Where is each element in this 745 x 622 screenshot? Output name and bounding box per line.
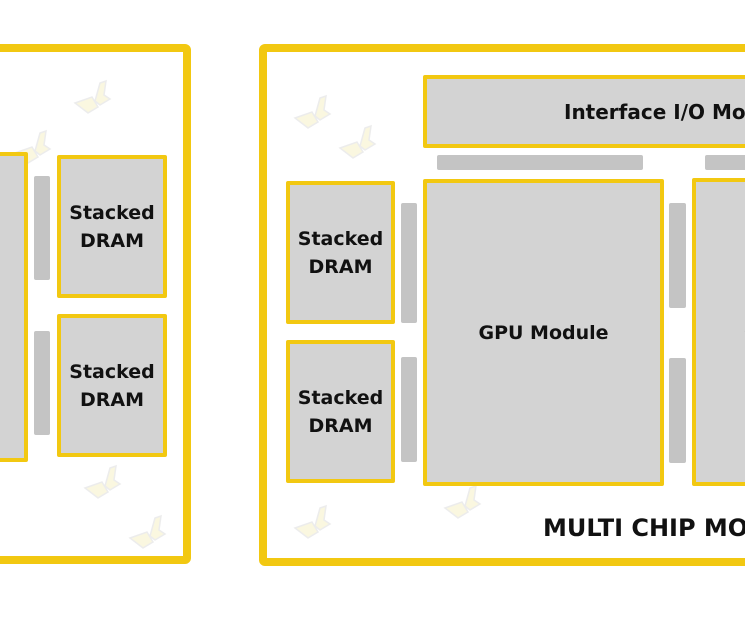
dram-label-line1: Stacked — [297, 386, 384, 409]
right-stacked-dram-top: Stacked DRAM — [286, 181, 395, 324]
interface-io-module: Interface I/O Mo — [423, 75, 745, 148]
gpu-module: GPU Module — [423, 179, 664, 486]
gpu-module-2: G — [692, 178, 745, 486]
dram-label-line1: Stacked — [297, 227, 384, 250]
interconnect-bar — [669, 358, 686, 463]
interconnect-bar — [401, 203, 417, 323]
left-package-outline — [0, 44, 191, 564]
dram-label-line1: Stacked — [69, 360, 155, 383]
left-gpu-module — [0, 152, 28, 462]
dram-label-line2: DRAM — [79, 229, 144, 252]
logo-watermark-icon — [443, 484, 482, 519]
multi-chip-module-caption: MULTI CHIP MO — [543, 514, 745, 542]
left-stacked-dram-top: Stacked DRAM — [57, 155, 167, 298]
dram-label-line2: DRAM — [79, 388, 144, 411]
logo-watermark-icon — [293, 504, 332, 539]
interconnect-bar — [34, 176, 50, 280]
logo-watermark-icon — [128, 514, 167, 549]
logo-watermark-icon — [293, 94, 332, 129]
multi-chip-module-outline — [259, 44, 745, 566]
dram-label-line1: Stacked — [69, 201, 155, 224]
dram-label-line2: DRAM — [308, 414, 373, 437]
interconnect-bar — [669, 203, 686, 308]
left-stacked-dram-bottom: Stacked DRAM — [57, 314, 167, 457]
interface-io-label: Interface I/O Mo — [564, 99, 745, 124]
logo-watermark-icon — [83, 464, 122, 499]
right-stacked-dram-bottom: Stacked DRAM — [286, 340, 395, 483]
dram-label-line2: DRAM — [308, 255, 373, 278]
logo-watermark-icon — [73, 79, 112, 114]
interconnect-bar — [34, 331, 50, 435]
interconnect-bar — [401, 357, 417, 462]
logo-watermark-icon — [338, 124, 377, 159]
gpu-module-label: GPU Module — [478, 321, 609, 344]
interconnect-bar — [437, 155, 643, 170]
interconnect-bar — [705, 155, 745, 170]
